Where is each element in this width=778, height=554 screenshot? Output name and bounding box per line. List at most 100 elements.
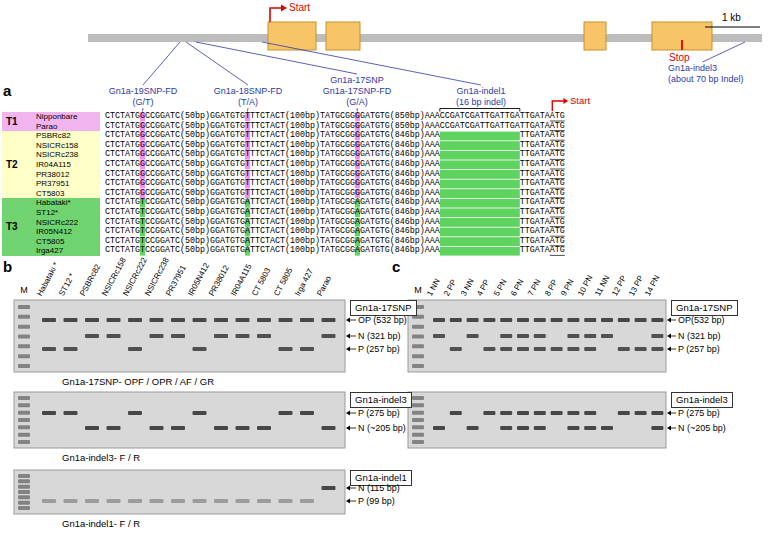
gel-band	[534, 411, 546, 415]
gel-band	[483, 411, 495, 415]
leader-line	[142, 108, 144, 112]
start-arrowhead	[563, 98, 568, 104]
band-size: N (321 bp)	[678, 331, 721, 342]
gel-band	[257, 499, 271, 503]
band-arrowhead	[667, 426, 671, 431]
gel-band	[412, 403, 424, 407]
gel-band	[450, 411, 462, 415]
exon-box	[326, 22, 360, 50]
gel-band	[85, 499, 99, 503]
sequence-row: CTCTATGGCCGGATC(50bp)GGATGTGTTTCTACT(100…	[105, 122, 565, 132]
gel-band	[551, 411, 563, 415]
gel-band	[534, 347, 546, 351]
gel-band	[18, 501, 30, 505]
sequence-row: CTCTATGGCCGGATC(50bp)GGATGTGTTTCTACT(100…	[105, 170, 565, 180]
gel-band	[412, 344, 424, 348]
group-band: T1NipponbareParao	[2, 112, 100, 131]
gel-band	[584, 426, 596, 430]
cultivar-name: PR38012	[36, 170, 69, 180]
gel-image	[408, 300, 666, 372]
sequence-row: CTCTATGTCCGGATC(50bp)GGATGTGATTCTACT(100…	[105, 237, 565, 247]
gel-band	[18, 425, 30, 429]
gel-band	[618, 411, 630, 415]
gel-band	[500, 347, 512, 351]
gel-band	[483, 318, 495, 322]
cultivar-name: PSBRc82	[36, 131, 71, 141]
gel-band	[171, 334, 185, 338]
gel-band	[651, 347, 663, 351]
gel-band	[18, 506, 30, 510]
gel-image	[14, 300, 345, 372]
gel-band	[300, 499, 314, 503]
lane-label: Irga 427	[293, 267, 316, 298]
gel-band	[467, 426, 479, 430]
gel-band	[412, 418, 424, 422]
gel-band	[128, 499, 142, 503]
gel-band	[18, 344, 30, 348]
gel-band	[107, 426, 121, 430]
stop-tick	[681, 40, 683, 50]
lane-label: 10 PN	[576, 274, 595, 298]
band-arrowhead	[667, 334, 671, 339]
gel-band	[601, 318, 613, 322]
gel-band	[584, 411, 596, 415]
gel-band	[300, 411, 314, 415]
gel-title: Gn1a-indel3	[676, 394, 728, 406]
gel-band	[214, 318, 228, 322]
gel-band	[64, 499, 78, 503]
gel-image	[408, 392, 666, 448]
scale-label: 1 kb	[722, 12, 741, 24]
lane-label: 1 NN	[425, 277, 442, 298]
band-size: OP (532 bp)	[358, 315, 407, 326]
gel-band	[412, 396, 424, 400]
gel-band	[214, 426, 228, 430]
cultivar-name: IR04A115	[36, 160, 71, 170]
gel-band	[467, 318, 479, 322]
gel-band	[18, 354, 30, 358]
gel-band	[433, 318, 445, 322]
gel-band	[171, 318, 185, 322]
gel-band	[450, 318, 462, 322]
leader-line	[703, 42, 745, 62]
gel-band	[412, 433, 424, 437]
gel-band	[412, 364, 424, 368]
lane-label: CT 5805	[272, 266, 295, 298]
sequence-row: CTCTATGTCCGGATC(50bp)GGATGTGATTCTACT(100…	[105, 218, 565, 228]
gel-band	[483, 347, 495, 351]
cultivar-name: IR05N412	[36, 227, 72, 237]
gel-band	[651, 334, 663, 338]
band-arrowhead	[346, 411, 350, 416]
gel-band	[64, 347, 78, 351]
gel-band	[517, 426, 529, 430]
gel-band	[517, 411, 529, 415]
lane-label: Parao	[315, 274, 334, 298]
band-arrow	[349, 428, 356, 429]
gel-band	[18, 440, 30, 444]
lane-label: 2 PP	[442, 278, 459, 298]
gel-band	[450, 347, 462, 351]
gel-band	[322, 318, 336, 322]
band-arrow	[349, 349, 356, 350]
gel-band	[42, 318, 56, 322]
cultivar-name: PR37951	[36, 179, 69, 189]
sequence-row: CTCTATGTCCGGATC(50bp)GGATGTGATTCTACT(100…	[105, 227, 565, 237]
band-arrow	[349, 413, 356, 414]
group-band: T2PSBRc82NSICRc158NSICRc238IR04A115PR380…	[2, 131, 100, 198]
gel-band	[18, 474, 30, 478]
gel-band	[42, 411, 56, 415]
cultivar-name: Irga427	[36, 246, 63, 256]
cultivar-name: Habataki*	[36, 198, 71, 208]
lane-label: ST12 *	[57, 272, 77, 298]
band-arrowhead	[346, 426, 350, 431]
gel-band	[567, 426, 579, 430]
gel-band	[18, 433, 30, 437]
gel-band	[193, 411, 207, 415]
gel-band	[651, 411, 663, 415]
gel-band	[534, 334, 546, 338]
band-arrow	[349, 488, 356, 489]
band-size: N (~205 bp)	[358, 423, 406, 434]
band-size: OP(532 bp)	[678, 315, 725, 326]
gel-band	[171, 499, 185, 503]
band-arrowhead	[346, 334, 350, 339]
group-label: T2	[6, 159, 18, 171]
